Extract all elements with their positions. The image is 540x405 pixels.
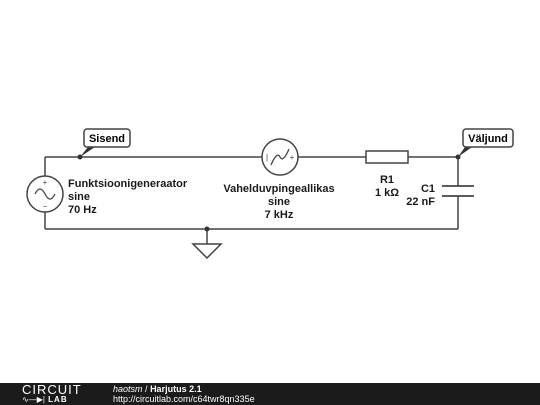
capacitor-value: 22 nF bbox=[406, 196, 435, 208]
circuit-url[interactable]: http://circuitlab.com/c64twr8qn335e bbox=[113, 394, 255, 404]
author-link[interactable]: haotsm bbox=[113, 384, 143, 394]
capacitor-ref: C1 bbox=[421, 183, 435, 195]
output-flag[interactable]: Väljund bbox=[458, 128, 514, 157]
svg-text:+: + bbox=[43, 178, 48, 187]
logo-bottom-text: LAB bbox=[48, 395, 68, 404]
circuitlab-logo[interactable]: CIRCUIT ∿—▶| LAB bbox=[22, 382, 92, 404]
meta-separator: / bbox=[145, 384, 148, 394]
input-flag[interactable]: Sisend bbox=[80, 128, 131, 157]
svg-text:+: + bbox=[290, 153, 295, 162]
source2-wave: sine bbox=[268, 196, 290, 208]
resistor-ref: R1 bbox=[380, 174, 394, 186]
resistor-squiggle-icon: ∿—▶| bbox=[22, 395, 45, 404]
circuit-schematic: Sisend Väljund + − Funktsioonigeneraator… bbox=[26, 128, 514, 260]
source2-freq: 7 kHz bbox=[265, 209, 294, 221]
capacitor-icon[interactable] bbox=[442, 185, 474, 197]
source2-name: Vahelduvpingeallikas bbox=[223, 183, 334, 195]
junction-dot bbox=[204, 226, 210, 232]
source1-wave: sine bbox=[68, 191, 90, 203]
circuit-title: Harjutus 2.1 bbox=[150, 384, 202, 394]
ac-voltage-source[interactable]: | + bbox=[261, 138, 299, 176]
source1-name: Funktsioonigeneraator bbox=[68, 178, 188, 190]
ground-icon[interactable] bbox=[191, 243, 223, 260]
source1-freq: 70 Hz bbox=[68, 204, 97, 216]
wires bbox=[44, 156, 459, 244]
svg-text:−: − bbox=[43, 202, 48, 211]
output-flag-label: Väljund bbox=[468, 133, 508, 145]
resistor-icon[interactable] bbox=[365, 150, 409, 164]
footer-bar: CIRCUIT ∿—▶| LAB haotsm / Harjutus 2.1 h… bbox=[0, 383, 540, 405]
input-flag-label: Sisend bbox=[89, 133, 125, 145]
resistor-value: 1 kΩ bbox=[375, 187, 399, 199]
circuit-meta: haotsm / Harjutus 2.1 http://circuitlab.… bbox=[113, 384, 255, 404]
logo-top-text: CIRCUIT bbox=[22, 382, 82, 397]
svg-text:|: | bbox=[266, 153, 268, 162]
function-generator[interactable]: + − bbox=[26, 175, 64, 213]
